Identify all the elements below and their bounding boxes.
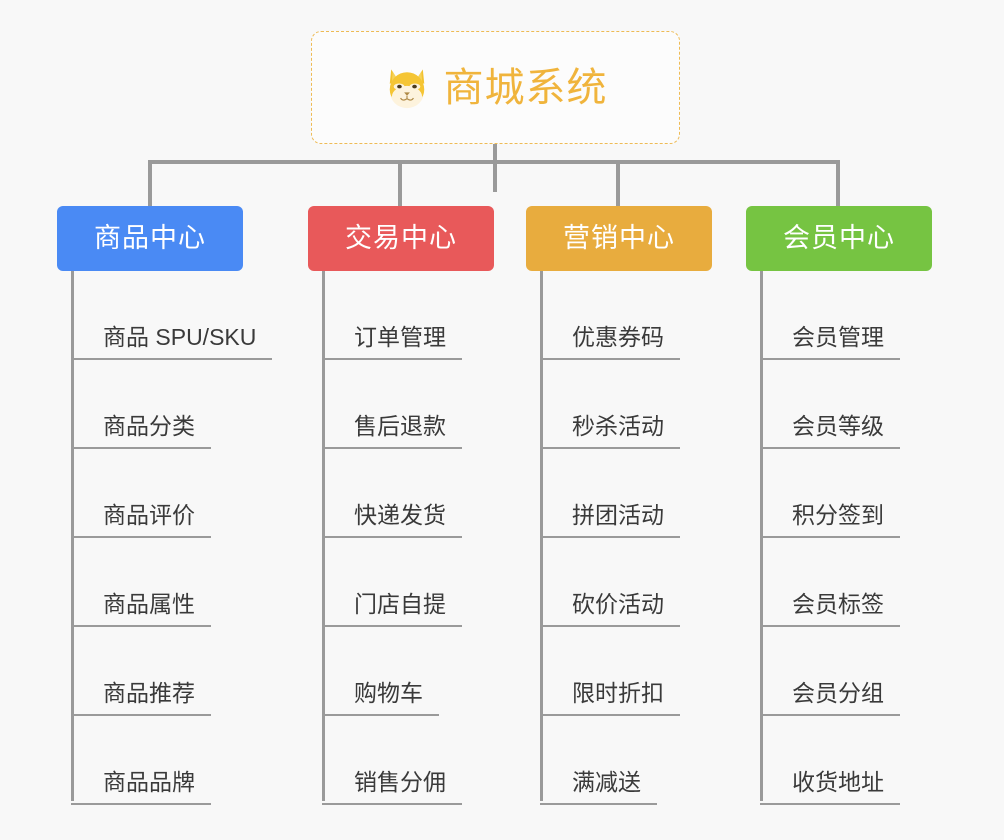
- leaf-label: 快递发货: [322, 504, 462, 538]
- leaf-column-product-center: 商品 SPU/SKU 商品分类 商品评价 商品属性 商品推荐 商品品牌: [71, 271, 273, 805]
- category-label: 交易中心: [345, 223, 457, 253]
- list-item[interactable]: 优惠券码: [540, 271, 680, 360]
- list-item[interactable]: 限时折扣: [540, 627, 680, 716]
- list-item[interactable]: 商品评价: [71, 449, 272, 538]
- leaf-label: 商品品牌: [71, 771, 211, 805]
- category-box-product-center[interactable]: 商品中心: [57, 206, 243, 271]
- leaf-label: 购物车: [322, 682, 439, 716]
- list-item[interactable]: 收货地址: [760, 716, 900, 805]
- list-item[interactable]: 售后退款: [322, 360, 462, 449]
- leaf-label: 商品推荐: [71, 682, 211, 716]
- leaf-label: 销售分佣: [322, 771, 462, 805]
- leaf-label: 会员管理: [760, 326, 900, 360]
- list-item[interactable]: 砍价活动: [540, 538, 680, 627]
- list-item[interactable]: 门店自提: [322, 538, 462, 627]
- connector-drop-4: [836, 160, 840, 208]
- leaf-label: 收货地址: [760, 771, 900, 805]
- list-item[interactable]: 秒杀活动: [540, 360, 680, 449]
- category-label: 营销中心: [563, 223, 675, 253]
- leaf-label: 满减送: [540, 771, 657, 805]
- list-item[interactable]: 会员管理: [760, 271, 900, 360]
- connector-drop-2: [398, 160, 402, 208]
- list-item[interactable]: 商品分类: [71, 360, 272, 449]
- leaf-label: 砍价活动: [540, 593, 680, 627]
- leaf-column-trade-center: 订单管理 售后退款 快递发货 门店自提 购物车 销售分佣: [322, 271, 462, 805]
- leaf-label: 售后退款: [322, 415, 462, 449]
- leaf-label: 商品 SPU/SKU: [71, 326, 273, 360]
- category-label: 会员中心: [783, 223, 895, 253]
- leaf-label: 积分签到: [760, 504, 900, 538]
- category-box-marketing-center[interactable]: 营销中心: [526, 206, 712, 271]
- connector-drop-3: [616, 160, 620, 208]
- list-item[interactable]: 订单管理: [322, 271, 462, 360]
- leaf-label: 商品评价: [71, 504, 211, 538]
- list-item[interactable]: 拼团活动: [540, 449, 680, 538]
- connector-drop-1: [148, 160, 152, 208]
- leaf-column-member-center: 会员管理 会员等级 积分签到 会员标签 会员分组 收货地址: [760, 271, 900, 805]
- list-item[interactable]: 商品 SPU/SKU: [71, 271, 273, 360]
- list-item[interactable]: 商品属性: [71, 538, 272, 627]
- list-item[interactable]: 会员等级: [760, 360, 900, 449]
- category-label: 商品中心: [94, 223, 206, 253]
- connector-root-stem: [493, 144, 497, 192]
- category-box-member-center[interactable]: 会员中心: [746, 206, 932, 271]
- leaf-column-marketing-center: 优惠券码 秒杀活动 拼团活动 砍价活动 限时折扣 满减送: [540, 271, 680, 805]
- leaf-label: 会员等级: [760, 415, 900, 449]
- leaf-label: 拼团活动: [540, 504, 680, 538]
- leaf-label: 会员标签: [760, 593, 900, 627]
- connector-horizontal-bus: [148, 160, 840, 164]
- root-title: 商城系统: [443, 65, 608, 110]
- root-node[interactable]: 商城系统: [311, 31, 680, 144]
- leaf-label: 优惠券码: [540, 326, 680, 360]
- leaf-label: 门店自提: [322, 593, 462, 627]
- leaf-label: 秒杀活动: [540, 415, 680, 449]
- leaf-label: 订单管理: [322, 326, 462, 360]
- list-item[interactable]: 购物车: [322, 627, 462, 716]
- leaf-label: 商品属性: [71, 593, 211, 627]
- shiba-inu-dog-face-icon: [389, 68, 424, 108]
- list-item[interactable]: 快递发货: [322, 449, 462, 538]
- list-item[interactable]: 满减送: [540, 716, 680, 805]
- list-item[interactable]: 会员分组: [760, 627, 900, 716]
- leaf-label: 商品分类: [71, 415, 211, 449]
- list-item[interactable]: 商品推荐: [71, 627, 272, 716]
- list-item[interactable]: 销售分佣: [322, 716, 462, 805]
- leaf-label: 会员分组: [760, 682, 900, 716]
- list-item[interactable]: 商品品牌: [71, 716, 272, 805]
- leaf-label: 限时折扣: [540, 682, 680, 716]
- list-item[interactable]: 积分签到: [760, 449, 900, 538]
- list-item[interactable]: 会员标签: [760, 538, 900, 627]
- category-box-trade-center[interactable]: 交易中心: [308, 206, 494, 271]
